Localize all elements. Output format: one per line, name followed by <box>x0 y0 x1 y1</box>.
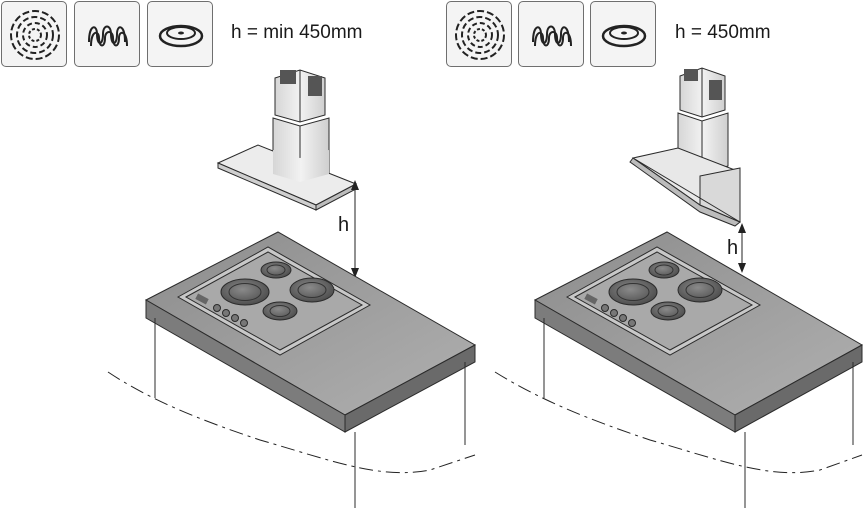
electric-plate-icon <box>147 1 213 67</box>
height-rule-label-left: h = min 450mm <box>231 22 363 43</box>
right-dimension-arrow <box>738 223 746 273</box>
right-hob <box>565 246 762 356</box>
right-hood <box>629 67 741 227</box>
left-hood <box>216 69 358 211</box>
electric-plate-icon <box>590 1 656 67</box>
gas-burner-icon <box>1 1 67 67</box>
left-dimension-arrow <box>351 180 359 278</box>
left-hob <box>176 246 372 356</box>
left-scene <box>107 69 477 508</box>
gas-burner-icon <box>446 1 512 67</box>
height-rule-label-right: h = 450mm <box>675 22 771 43</box>
right-scene <box>494 67 863 508</box>
induction-coil-icon <box>74 1 140 67</box>
dimension-label-right: h <box>727 237 739 259</box>
dimension-label-left: h <box>338 214 350 236</box>
induction-coil-icon <box>518 1 584 67</box>
